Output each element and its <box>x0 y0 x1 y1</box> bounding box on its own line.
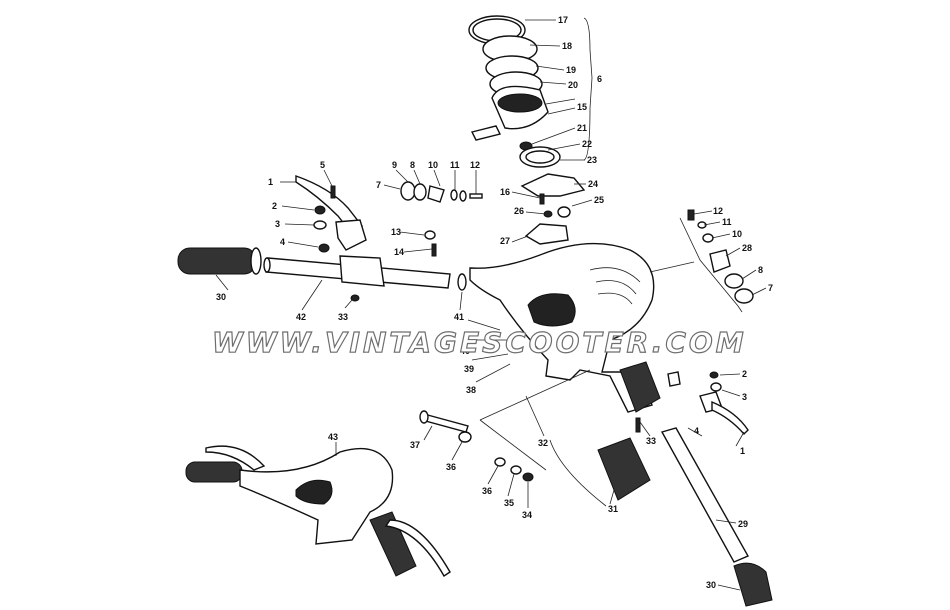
callout-23: 23 <box>587 155 597 165</box>
left-grip <box>177 247 262 275</box>
callout-40: 40 <box>460 346 470 356</box>
callout-36-lower: 36 <box>482 486 492 496</box>
callout-29: 29 <box>738 519 748 529</box>
lever-nut <box>314 205 326 215</box>
callout-8-right: 8 <box>758 265 763 275</box>
callout-1-right: 1 <box>740 446 745 456</box>
callout-10-left: 10 <box>428 160 438 170</box>
switch-small-parts <box>400 181 483 257</box>
callout-1-left: 1 <box>268 177 273 187</box>
callout-12-left: 12 <box>470 160 480 170</box>
callout-32: 32 <box>538 438 548 448</box>
lever-washer <box>313 220 327 230</box>
callout-6: 6 <box>597 74 602 84</box>
callout-30-right: 30 <box>706 580 716 590</box>
callout-38: 38 <box>466 385 476 395</box>
speedometer-assembly <box>468 15 561 168</box>
callout-3-left: 3 <box>275 219 280 229</box>
callout-9-left: 9 <box>392 160 397 170</box>
tube-ring <box>457 273 467 291</box>
callout-42: 42 <box>296 312 306 322</box>
casting-clamp <box>619 361 661 413</box>
callout-24: 24 <box>588 179 598 189</box>
callout-11-left: 11 <box>450 160 460 170</box>
callout-13: 13 <box>391 227 401 237</box>
callout-17: 17 <box>558 15 568 25</box>
lever-pin <box>330 185 336 199</box>
callout-15: 15 <box>577 102 587 112</box>
casting-window <box>527 293 576 327</box>
callout-43: 43 <box>328 432 338 442</box>
callout-2-right: 2 <box>742 369 747 379</box>
callout-7-right: 7 <box>768 283 773 293</box>
leader-lines <box>215 17 767 591</box>
left-lever-assembly <box>295 175 367 253</box>
callout-12-right: 12 <box>713 206 723 216</box>
callout-28: 28 <box>742 243 752 253</box>
assembled-handlebar-inset <box>185 445 451 578</box>
right-lever-assembly <box>667 209 754 436</box>
callout-22: 22 <box>582 139 592 149</box>
callout-7-left: 7 <box>376 180 381 190</box>
callout-18: 18 <box>562 41 572 51</box>
callout-33-left: 33 <box>338 312 348 322</box>
callout-36-upper: 36 <box>446 462 456 472</box>
tube-nut <box>350 294 360 302</box>
speedo-bracket <box>470 125 502 141</box>
callout-2-left: 2 <box>272 201 277 211</box>
callout-25: 25 <box>594 195 604 205</box>
callout-34: 34 <box>522 510 532 520</box>
left-handlebar-tube <box>263 255 467 302</box>
callout-26: 26 <box>514 206 524 216</box>
callout-41: 41 <box>454 312 464 322</box>
callout-4-left: 4 <box>280 237 285 247</box>
watermark-text: WWW.VINTAGESCOOTER.COM <box>212 326 747 359</box>
callout-4-right: 4 <box>694 426 699 436</box>
clamp-block <box>597 417 651 501</box>
lever-bolt-head <box>318 243 330 253</box>
lever-bracket <box>335 219 367 251</box>
callout-16: 16 <box>500 187 510 197</box>
callout-19: 19 <box>566 65 576 75</box>
callout-labels: 17 18 19 20 6 15 21 22 23 24 16 25 26 27… <box>216 15 773 590</box>
fasteners <box>419 410 534 482</box>
callout-37: 37 <box>410 440 420 450</box>
callout-11-right: 11 <box>722 217 732 227</box>
callout-27: 27 <box>500 236 510 246</box>
right-grip <box>733 562 773 607</box>
callout-21: 21 <box>577 123 587 133</box>
callout-20: 20 <box>568 80 578 90</box>
callout-31: 31 <box>608 504 618 514</box>
callout-3-right: 3 <box>742 392 747 402</box>
right-handlebar-tube <box>660 427 773 607</box>
callout-10-right: 10 <box>732 229 742 239</box>
callout-30-left: 30 <box>216 292 226 302</box>
callout-5: 5 <box>320 160 325 170</box>
mount-brackets <box>520 173 586 245</box>
callout-8-left: 8 <box>410 160 415 170</box>
handlebar-casting <box>469 242 661 413</box>
callout-33-right: 33 <box>646 436 656 446</box>
callout-39: 39 <box>464 364 474 374</box>
callout-35: 35 <box>504 498 514 508</box>
callout-14: 14 <box>394 247 404 257</box>
